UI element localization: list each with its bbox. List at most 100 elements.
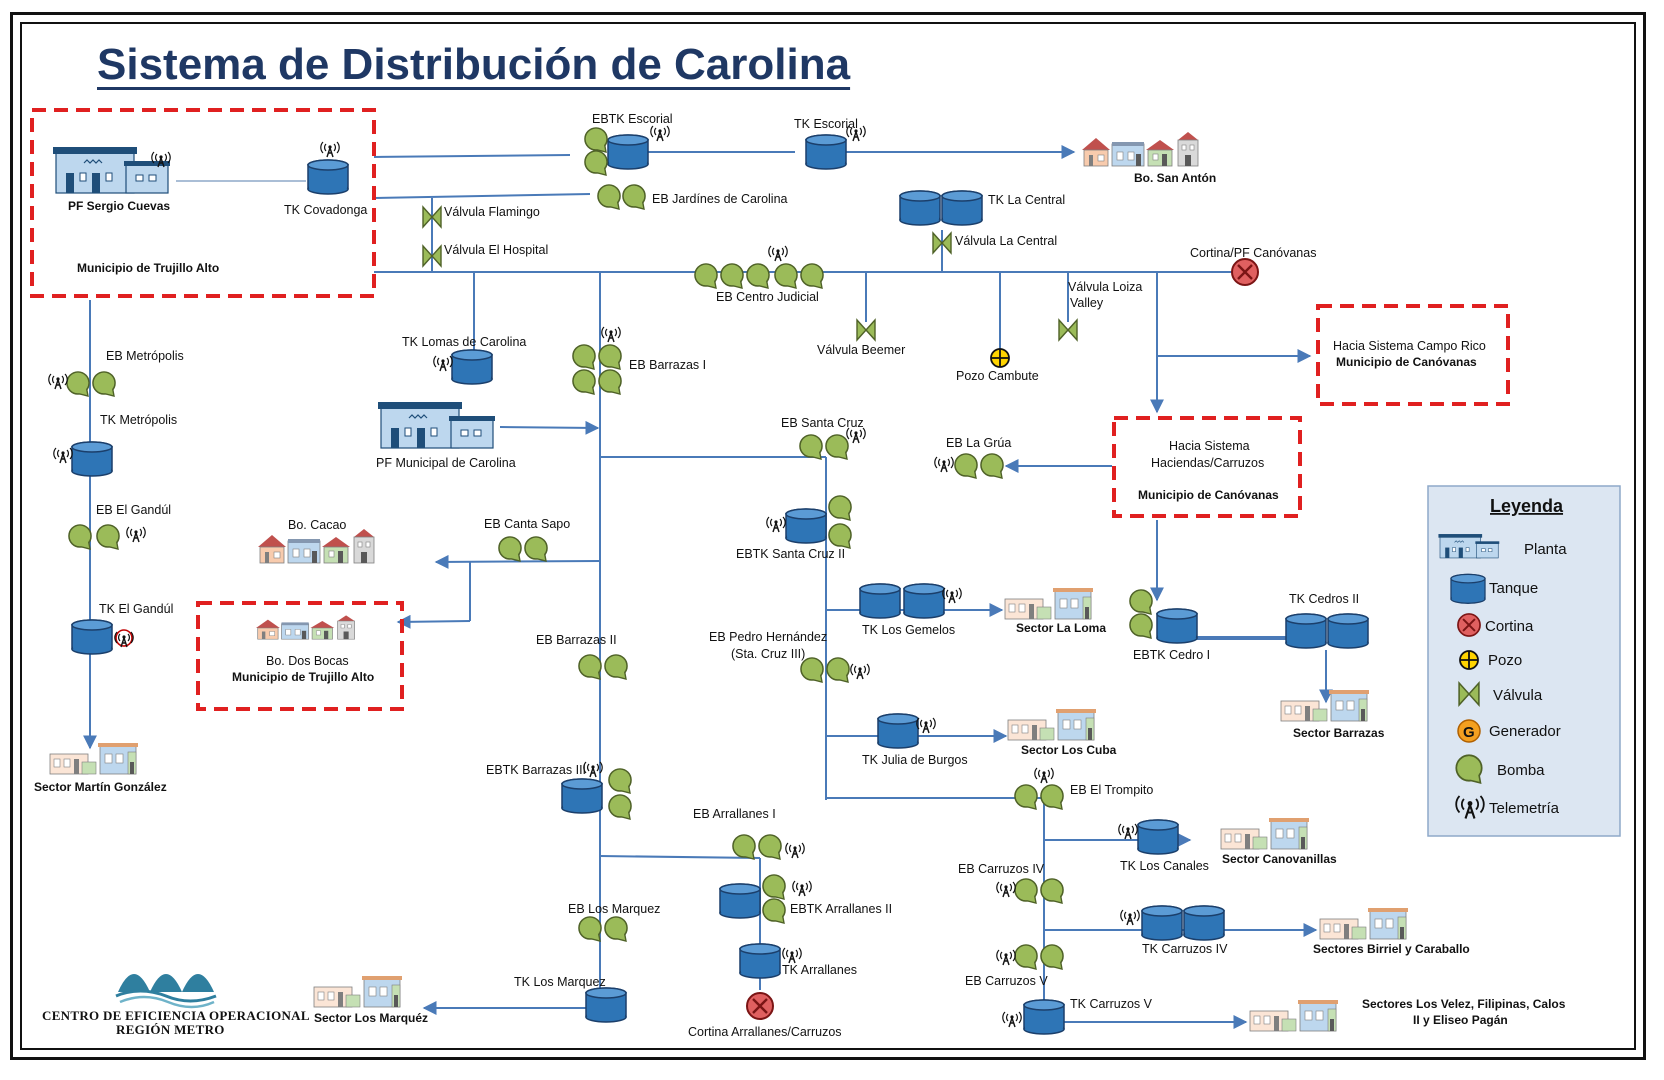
tank-icon [1183, 905, 1225, 941]
legend-bomba: Bomba [1497, 762, 1545, 779]
houses-icon [1220, 817, 1310, 850]
pump-icon [1014, 878, 1038, 904]
label-haciendas-2: Haciendas/Carruzos [1151, 456, 1264, 470]
label-cortina-arrallanes: Cortina Arrallanes/Carruzos [688, 1025, 842, 1039]
pump-icon [800, 263, 824, 289]
page-title: Sistema de Distribución de Carolina [97, 40, 851, 89]
label-valv-loiza-1: Válvula Loiza [1068, 280, 1142, 294]
pump-icon [608, 794, 632, 820]
label-valv-hospital: Válvula El Hospital [444, 243, 548, 257]
pump-icon [572, 344, 596, 370]
logo-waves-icon [115, 974, 217, 1009]
label-sectores-birriel: Sectores Birriel y Caraballo [1313, 942, 1470, 956]
well-icon [990, 348, 1010, 368]
diagram-icons [48, 125, 1409, 1035]
label-valv-la-central: Válvula La Central [955, 234, 1057, 248]
inner-frame [20, 22, 1636, 1050]
legend-planta: Planta [1524, 541, 1567, 558]
logo-line-1: CENTRO DE EFICIENCIA OPERACIONAL [42, 1008, 310, 1023]
outer-frame [10, 12, 1646, 1060]
label-sectores-velez-1: Sectores Los Velez, Filipinas, Calos [1362, 997, 1566, 1011]
telemetry-icon [53, 447, 73, 464]
legend-generador: Generador [1489, 723, 1561, 740]
telemetry-icon [1034, 767, 1054, 784]
valve-icon [856, 319, 876, 341]
legend-tank-icon [1450, 573, 1486, 604]
region-campo-rico [1316, 304, 1510, 406]
telemetry-icon [846, 427, 866, 444]
pump-icon [954, 453, 978, 479]
pump-icon [694, 263, 718, 289]
label-eb-barrazas-2: EB Barrazas II [536, 633, 617, 647]
telemetry-icon [1118, 823, 1138, 840]
label-tk-carruzos-5: TK Carruzos V [1070, 997, 1153, 1011]
label-ebtk-arrallanes-2: EBTK Arrallanes II [790, 902, 892, 916]
label-eb-canta-sapo: EB Canta Sapo [484, 517, 570, 531]
label-tk-julia: TK Julia de Burgos [862, 753, 968, 767]
pump-icon [578, 916, 602, 942]
label-tk-metropolis: TK Metrópolis [100, 413, 177, 427]
tank-icon [859, 583, 901, 619]
label-tk-carruzos-4: TK Carruzos IV [1142, 942, 1228, 956]
label-sector-la-loma: Sector La Loma [1016, 621, 1106, 635]
label-eb-el-gandul: EB El Gandúl [96, 503, 171, 517]
label-tk-la-central: TK La Central [988, 193, 1065, 207]
label-bo-dos-bocas: Bo. Dos Bocas [266, 654, 349, 668]
label-sector-canovanillas: Sector Canovanillas [1222, 852, 1337, 866]
tank-icon [71, 441, 113, 477]
houses-icon [1007, 708, 1097, 741]
telemetry-icon [942, 587, 962, 604]
tank-icon [585, 987, 627, 1023]
telemetry-icon [126, 526, 146, 543]
label-bo-san-anton: Bo. San Antón [1134, 171, 1216, 185]
label-eb-santa-cruz: EB Santa Cruz [781, 416, 864, 430]
curtain-icon [745, 991, 775, 1021]
pump-icon [1014, 784, 1038, 810]
legend-curtain-icon [1456, 612, 1482, 638]
label-tk-los-canales: TK Los Canales [1120, 859, 1209, 873]
generator-icon [114, 629, 134, 648]
pump-icon [96, 524, 120, 550]
pump-icon [825, 434, 849, 460]
telemetry-icon [916, 717, 936, 734]
telemetry-icon [766, 516, 786, 533]
plant-icon [377, 401, 496, 449]
label-eb-barrazas-1: EB Barrazas I [629, 358, 706, 372]
label-haciendas-3: Municipio de Canóvanas [1138, 488, 1279, 502]
pump-icon [980, 453, 1004, 479]
tank-icon [877, 713, 919, 749]
pump-icon [498, 536, 522, 562]
pump-icon [1129, 589, 1153, 615]
label-tk-los-gemelos: TK Los Gemelos [862, 623, 955, 637]
telemetry-icon [782, 947, 802, 964]
telemetry-icon [48, 373, 68, 390]
label-tk-los-marquez: TK Los Marquez [514, 975, 606, 989]
pump-icon [1129, 613, 1153, 639]
legend-telemetria: Telemetría [1489, 800, 1560, 817]
label-eb-arrallanes-1: EB Arrallanes I [693, 807, 776, 821]
houses-icon [255, 614, 356, 640]
label-eb-centro-judicial: EB Centro Judicial [716, 290, 819, 304]
legend: Leyenda Planta Tanque Cortina Pozo Válvu… [1427, 485, 1621, 837]
tank-icon [1156, 608, 1198, 644]
label-valv-loiza-2: Valley [1070, 296, 1104, 310]
label-eb-carruzos-5: EB Carruzos V [965, 974, 1048, 988]
label-eb-carruzos-4: EB Carruzos IV [958, 862, 1045, 876]
label-eb-jardines: EB Jardínes de Carolina [652, 192, 788, 206]
pump-icon [732, 834, 756, 860]
telemetry-icon [996, 949, 1016, 966]
label-eb-la-grua: EB La Grúa [946, 436, 1011, 450]
pump-icon [826, 657, 850, 683]
pump-icon [92, 371, 116, 397]
label-campo-rico-2: Municipio de Canóvanas [1336, 355, 1477, 369]
label-ebtk-cedro-1: EBTK Cedro I [1133, 648, 1210, 662]
telemetry-icon [792, 880, 812, 897]
label-ebtk-barrazas-3: EBTK Barrazas III [486, 763, 586, 777]
pump-icon [622, 184, 646, 210]
legend-tanque: Tanque [1489, 580, 1538, 597]
logo-line-2: REGIÓN METRO [116, 1022, 225, 1037]
label-campo-rico-1: Hacia Sistema Campo Rico [1333, 339, 1486, 353]
label-mun-trujillo-2: Municipio de Trujillo Alto [232, 670, 374, 684]
telemetry-icon [433, 355, 453, 372]
